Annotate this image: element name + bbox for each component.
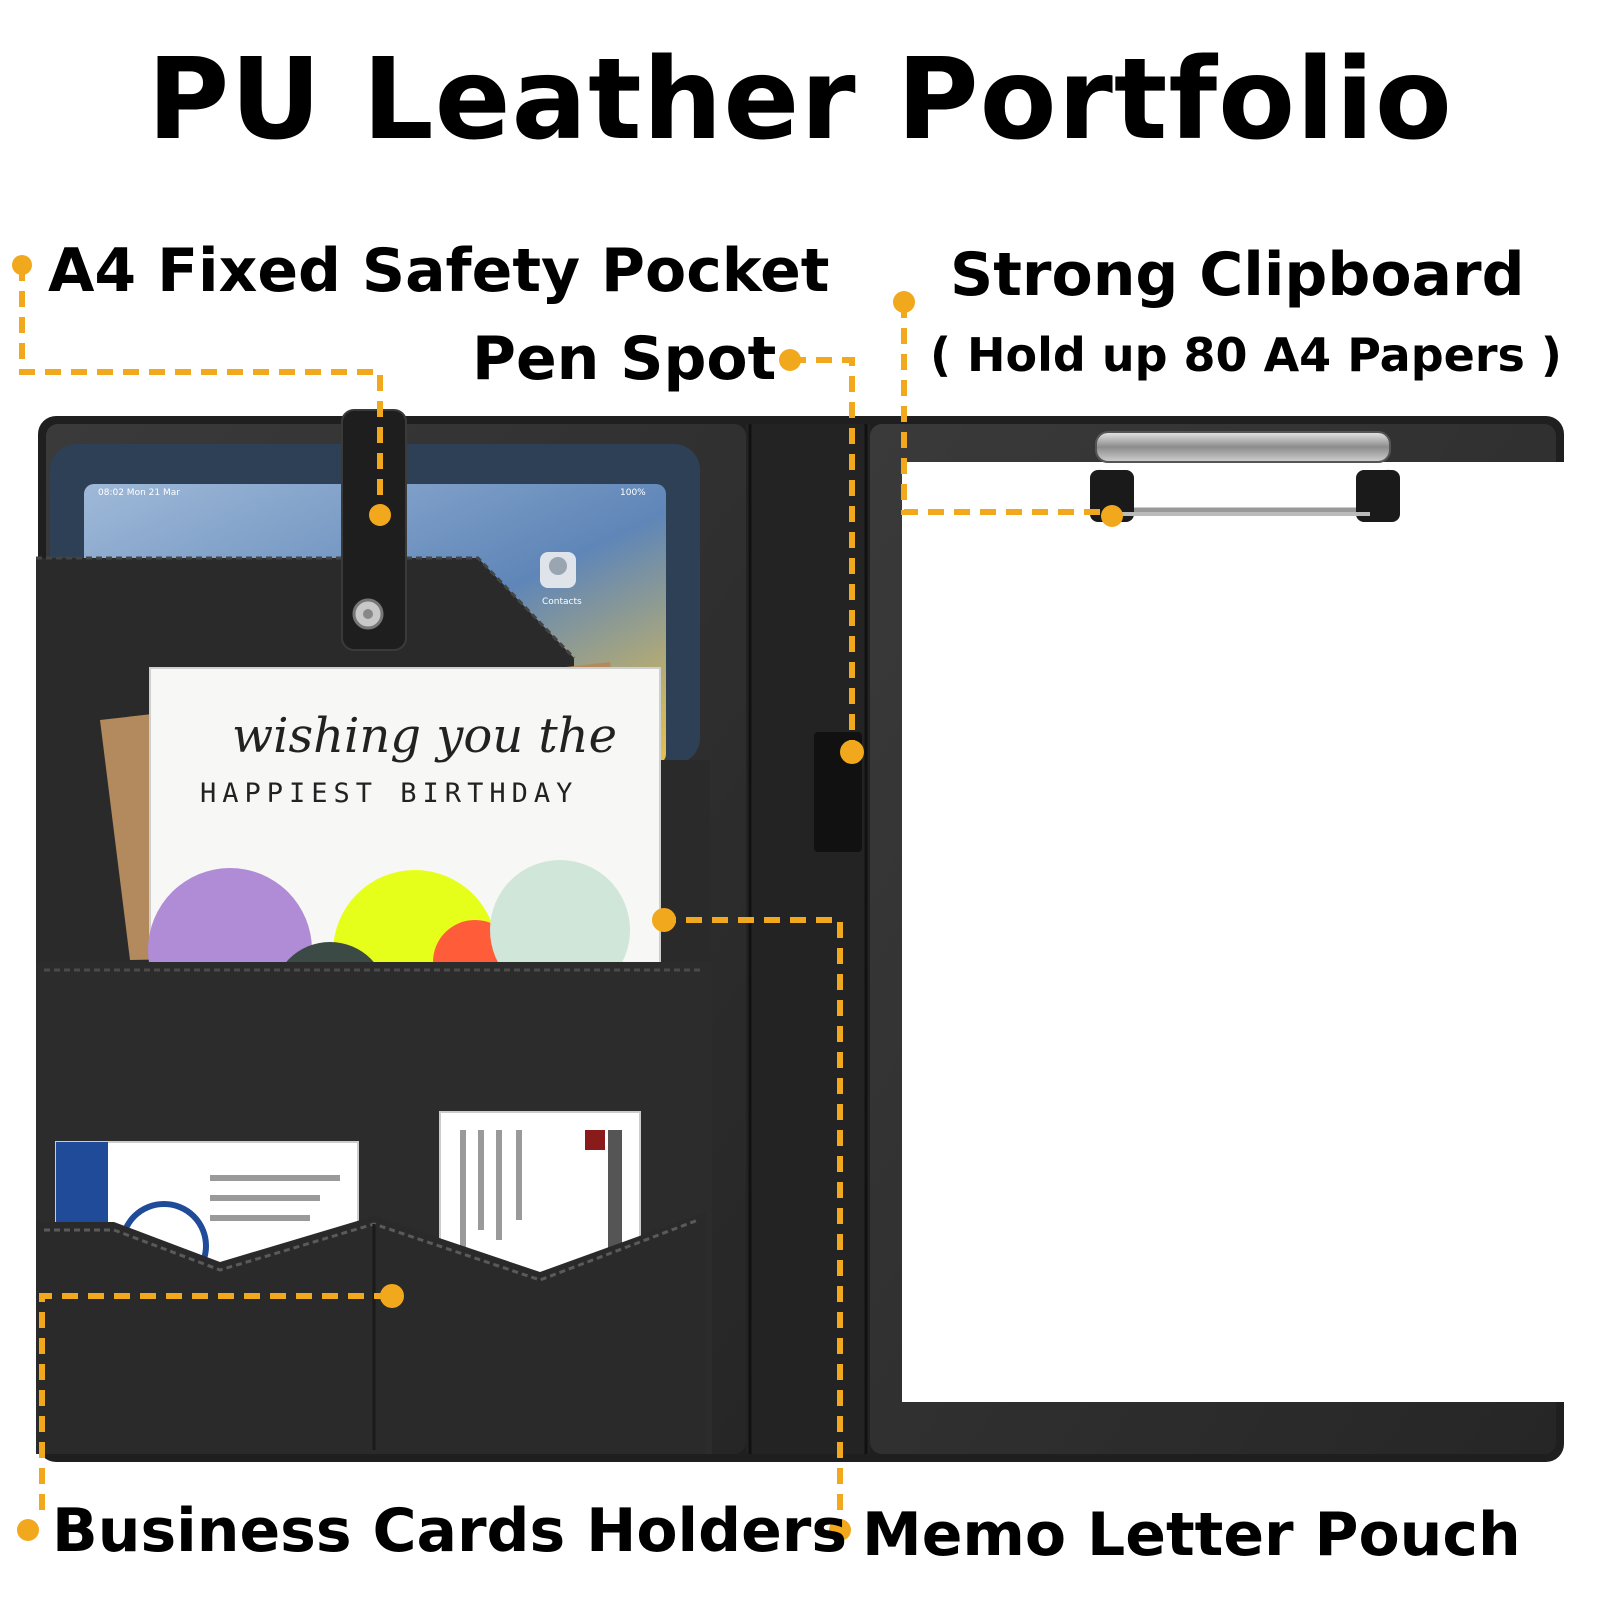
callout-dot-clipboard-label [893, 291, 915, 313]
page-title: PU Leather Portfolio [147, 35, 1453, 165]
card-caps-text: HAPPIEST BIRTHDAY [200, 778, 579, 809]
label-a4-pocket: A4 Fixed Safety Pocket [48, 236, 830, 306]
card-script-text: wishing you the [232, 708, 618, 764]
callout-dot-pen-spot [840, 740, 864, 764]
clipboard-paper [902, 462, 1564, 1402]
svg-text:08:02 Mon 21 Mar: 08:02 Mon 21 Mar [98, 488, 180, 498]
svg-text:Contacts: Contacts [542, 597, 582, 607]
callout-dot-memo-pouch-label [829, 1519, 851, 1541]
callout-dot-business-cards-label [17, 1519, 39, 1541]
callout-dot-a4-pocket-label [12, 255, 32, 275]
callout-dot-pen-spot-label [779, 349, 801, 371]
label-pen-spot: Pen Spot [472, 324, 777, 394]
callout-dot-clipboard [1101, 505, 1123, 527]
business-cards-holder [36, 1212, 706, 1454]
callout-line-business-cards [39, 1293, 390, 1520]
strap [341, 409, 407, 651]
callout-line-a4-pocket [19, 265, 383, 505]
callout-line-clipboard [901, 302, 1106, 515]
callout-dot-memo-pouch [652, 908, 676, 932]
callout-dot-a4-pocket [369, 504, 391, 526]
label-business-cards: Business Cards Holders [52, 1496, 848, 1566]
callout-dot-business-cards [380, 1284, 404, 1308]
label-memo-pouch: Memo Letter Pouch [862, 1500, 1521, 1570]
callout-line-pen-spot [790, 357, 855, 748]
callout-line-memo-pouch [660, 917, 843, 1518]
clipboard-clip [1090, 431, 1400, 522]
svg-text:100%: 100% [620, 488, 646, 498]
label-clipboard: Strong Clipboard [950, 240, 1525, 310]
label-clipboard-note: ( Hold up 80 A4 Papers ) [930, 328, 1562, 382]
